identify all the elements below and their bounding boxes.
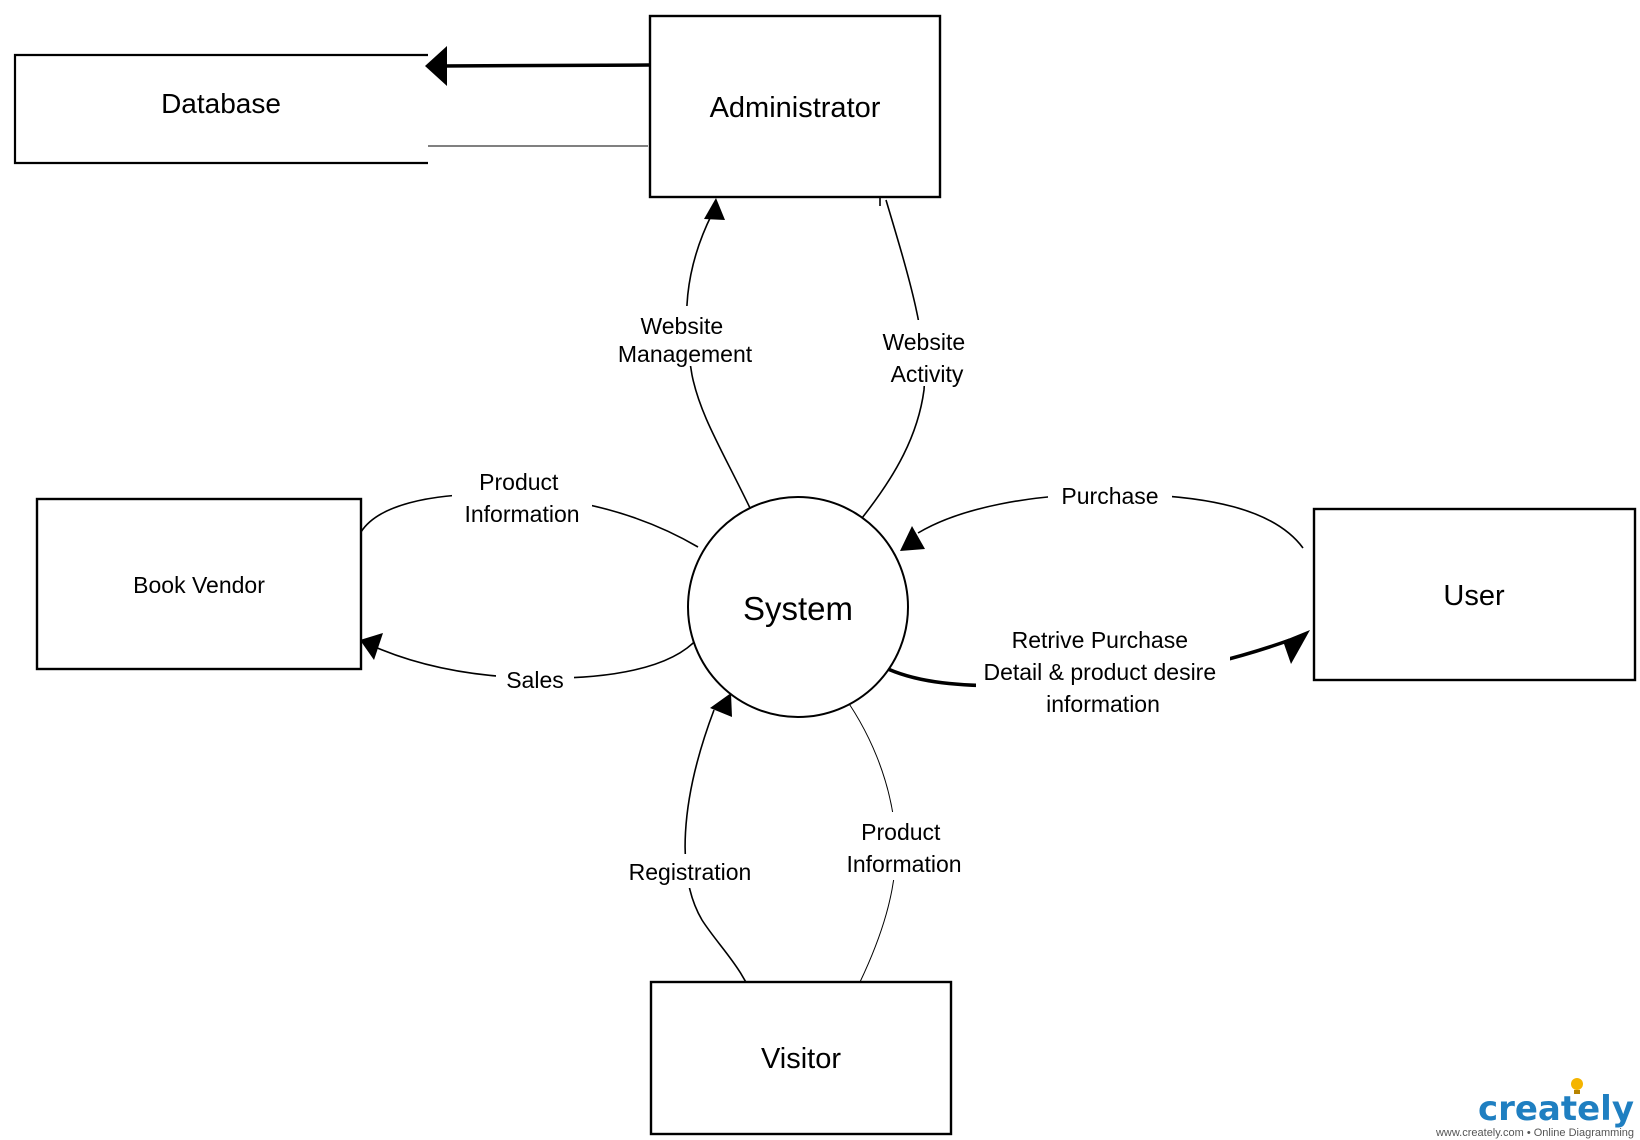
- edge-label-registration: Registration: [620, 854, 760, 888]
- edge-registration: [684, 709, 758, 1009]
- edge-label-line: Registration: [629, 859, 752, 885]
- arrowhead-system-purchase: [900, 526, 925, 551]
- node-administrator: Administrator: [648, 14, 942, 199]
- edge-label-line: Information: [846, 851, 961, 877]
- external-entity-box: [35, 497, 363, 671]
- edge-admin-to-database: [439, 63, 651, 68]
- node-label-book-vendor: Book Vendor: [133, 572, 265, 598]
- edge-label-website-activity: Website Activity: [876, 320, 978, 387]
- edge-label-line: Sales: [506, 667, 564, 693]
- edge-label-line: information: [1046, 691, 1160, 717]
- node-book-vendor: Book Vendor: [35, 497, 363, 671]
- creately-watermark: creately www.creately.com • Online Diagr…: [1435, 1078, 1634, 1139]
- edge-label-line: Activity: [891, 361, 964, 387]
- node-label-system: System: [743, 590, 853, 627]
- edge-label-line: Product: [861, 819, 941, 845]
- edge-label-retrive-purchase: Retrive Purchase Detail & product desire…: [976, 620, 1230, 720]
- node-label-user: User: [1443, 580, 1505, 612]
- edge-label-product-information-visitor: Product Information: [836, 812, 972, 880]
- arrowhead-database: [425, 46, 447, 86]
- edge-label-line: Product: [479, 469, 559, 495]
- svg-text:Product Information: Product Information: [846, 819, 961, 877]
- node-system: System: [687, 496, 909, 718]
- svg-text:Website Activity: Website Activity: [882, 329, 971, 387]
- edge-label-website-management: Website Management: [612, 306, 758, 367]
- lightbulb-icon: [1571, 1078, 1583, 1094]
- edge-label-product-information-vendor: Product Information: [452, 464, 592, 530]
- edge-label-line: Retrive Purchase: [1012, 627, 1188, 653]
- edge-label-purchase: Purchase: [1048, 478, 1172, 512]
- edge-label-line: Management: [618, 341, 753, 367]
- edge-label-line: Website: [882, 329, 965, 355]
- process-circle: [687, 496, 909, 718]
- edge-website-activity: [861, 199, 926, 519]
- node-user: User: [1312, 507, 1637, 682]
- node-label-database: Database: [161, 88, 281, 119]
- edge-label-line: Purchase: [1061, 483, 1158, 509]
- svg-text:Website Management: Website Management: [618, 313, 753, 367]
- arrowhead-administrator: [704, 198, 725, 220]
- edge-label-line: Website: [640, 313, 723, 339]
- edge-label-sales: Sales: [496, 664, 574, 698]
- node-label-visitor: Visitor: [761, 1043, 841, 1075]
- edge-label-line: Detail & product desire: [983, 659, 1216, 685]
- svg-text:Retrive Purchase Detail: Retrive Purchase Detail & product desire…: [983, 627, 1222, 717]
- svg-text:Product Information: Product Information: [464, 469, 579, 527]
- edge-label-line: Information: [464, 501, 579, 527]
- arrowhead-book-vendor: [360, 633, 383, 660]
- creately-tagline: www.creately.com • Online Diagramming: [1435, 1127, 1634, 1139]
- node-label-administrator: Administrator: [710, 92, 881, 124]
- node-database: Database: [13, 53, 428, 165]
- external-entity-box: [648, 14, 942, 199]
- creately-logo-text: creately: [1478, 1089, 1634, 1129]
- external-entity-box: [649, 980, 953, 1136]
- arrowhead-system-registration: [710, 693, 732, 717]
- node-visitor: Visitor: [649, 980, 953, 1136]
- data-store-shape: [13, 53, 428, 165]
- external-entity-box: [1312, 507, 1637, 682]
- edge-website-management: [685, 213, 751, 509]
- arrowhead-user: [1283, 630, 1310, 664]
